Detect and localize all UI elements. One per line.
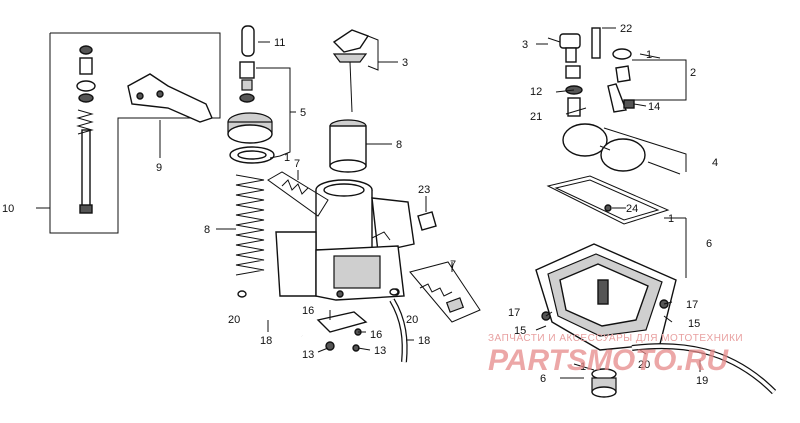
callout-19: 19 xyxy=(696,375,708,387)
float-bowl-gasket xyxy=(546,175,670,225)
callout-8b: 8 xyxy=(396,139,402,151)
callout-13b: 13 xyxy=(374,345,386,357)
callout-20a: 20 xyxy=(228,314,240,326)
callout-16a: 16 xyxy=(302,305,314,317)
callout-4: 4 xyxy=(712,157,718,169)
callout-18a: 18 xyxy=(260,335,272,347)
callout-7a: 7 xyxy=(294,158,300,170)
leader-lines xyxy=(159,43,686,371)
drain-hose-right xyxy=(389,288,414,363)
callout-6b: 6 xyxy=(540,373,546,385)
callout-6a: 6 xyxy=(706,238,712,250)
watermark: ЗАПЧАСТИ И АКСЕССУАРЫ ДЛЯ МОТОТЕХНИКИ PA… xyxy=(488,333,743,377)
throttle-linkage-group xyxy=(36,32,221,234)
callout-10: 10 xyxy=(2,203,14,215)
callout-15b: 15 xyxy=(688,318,700,330)
pilot-screw-left xyxy=(267,170,329,217)
callout-1c: 1 xyxy=(668,213,674,225)
pilot-screw-right xyxy=(409,261,481,323)
hose-bracket xyxy=(316,311,368,352)
drain-hose-19 xyxy=(631,343,777,395)
callout-1b: 1 xyxy=(646,49,652,61)
drain-hose-left xyxy=(237,290,304,338)
callout-3b: 3 xyxy=(522,39,528,51)
float-pair xyxy=(562,123,687,175)
callout-9: 9 xyxy=(156,162,162,174)
throttle-valve xyxy=(329,29,398,173)
callout-5: 5 xyxy=(300,107,306,119)
watermark-logo: PARTSMOTO.RU xyxy=(488,344,729,377)
callout-labels: 10 9 11 5 1 7 8 3 8 23 7 20 18 16 16 13 … xyxy=(2,23,718,387)
drain-plug xyxy=(560,368,617,398)
callout-23: 23 xyxy=(418,184,430,196)
callout-7b: 7 xyxy=(450,259,456,271)
callout-1a: 1 xyxy=(284,152,290,164)
callout-13a: 13 xyxy=(302,349,314,361)
callout-14: 14 xyxy=(648,101,660,113)
callout-8a: 8 xyxy=(204,224,210,236)
callout-20b: 20 xyxy=(406,314,418,326)
callout-3a: 3 xyxy=(402,57,408,69)
watermark-text: ЗАПЧАСТИ И АКСЕССУАРЫ ДЛЯ МОТОТЕХНИКИ xyxy=(488,333,743,344)
callout-17b: 17 xyxy=(686,299,698,311)
carburetor-body xyxy=(275,179,415,301)
float-valve-assembly xyxy=(547,27,687,117)
float-bowl xyxy=(535,218,687,351)
callout-12: 12 xyxy=(530,86,542,98)
needle-and-adjuster-stack xyxy=(216,25,296,276)
callout-24: 24 xyxy=(626,203,638,215)
callout-15a: 15 xyxy=(514,325,526,337)
callout-16b: 16 xyxy=(370,329,382,341)
callout-2: 2 xyxy=(690,67,696,79)
screw-23 xyxy=(417,196,437,231)
callout-20c: 20 xyxy=(638,359,650,371)
callout-22: 22 xyxy=(620,23,632,35)
callout-11: 11 xyxy=(274,37,285,49)
callout-1d: 1 xyxy=(580,361,586,373)
callout-17a: 17 xyxy=(508,307,520,319)
callout-18b: 18 xyxy=(418,335,430,347)
callout-21: 21 xyxy=(530,111,542,123)
